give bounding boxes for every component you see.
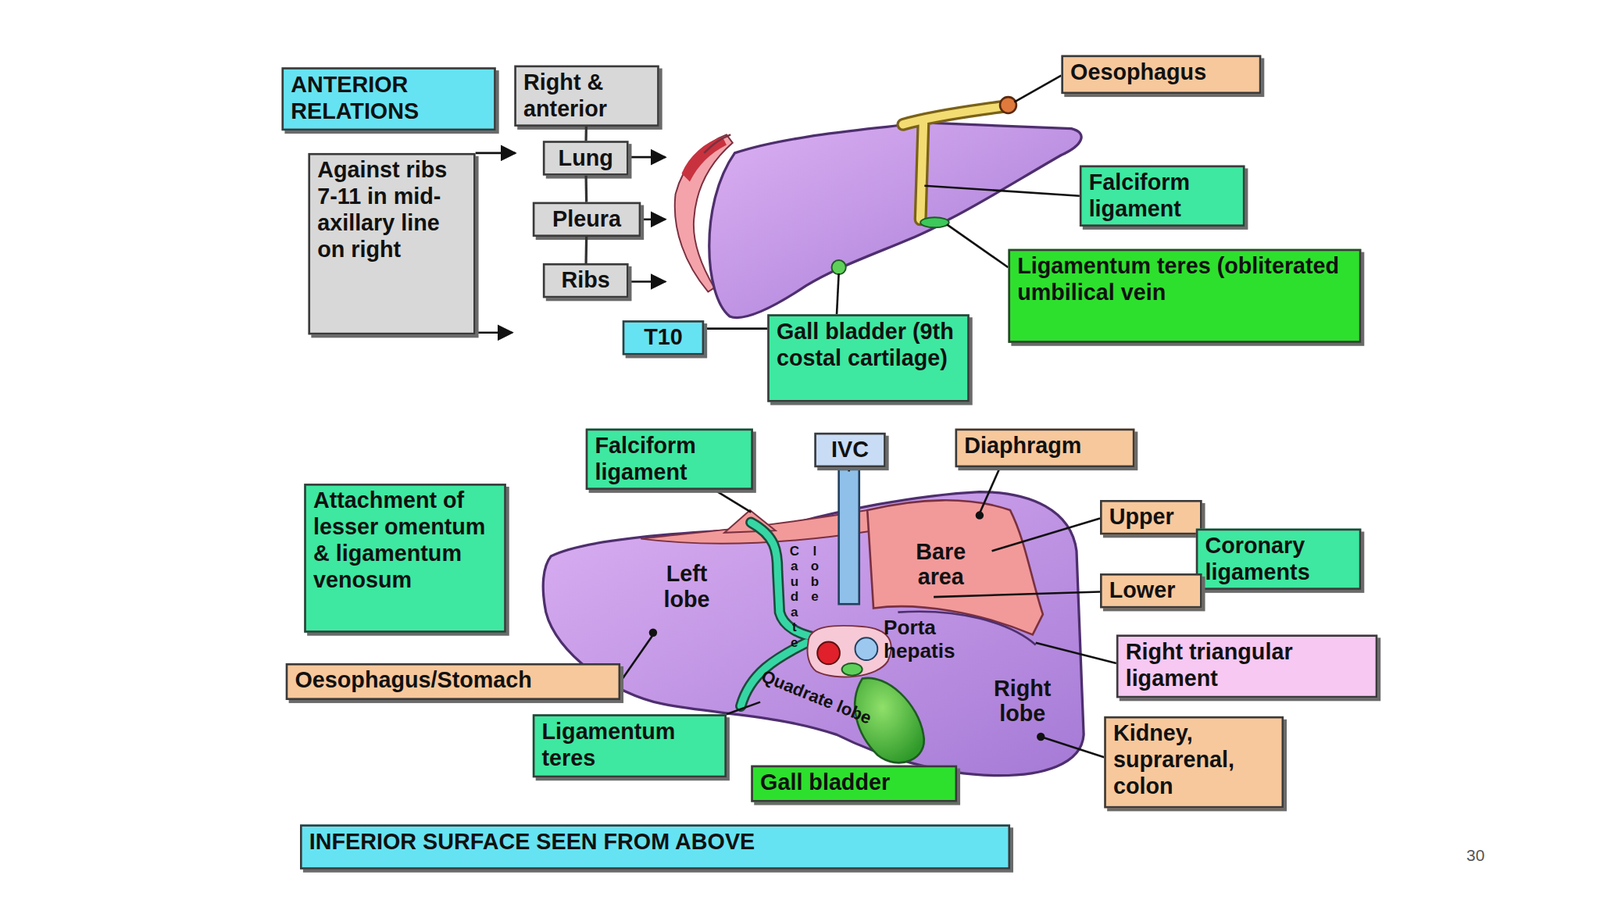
box-text: Lung: [552, 144, 620, 172]
ligament-box: Coronary ligaments: [1196, 528, 1362, 590]
box-text: Ligamentum teres: [542, 718, 718, 772]
box-text: Right triangular ligament: [1125, 639, 1369, 693]
box-text: Falciform ligament: [1089, 169, 1236, 223]
box-text: Against ribs 7-11 in mid-axillary line o…: [317, 157, 467, 264]
heading-box: ANTERIOR RELATIONS: [281, 67, 496, 131]
lobe-label: Caudate lobe: [783, 542, 825, 664]
structure-box: Oesophagus: [1060, 55, 1261, 95]
structure-box: Gall bladder: [750, 765, 958, 803]
box-text: Kidney, suprarenal, colon: [1113, 720, 1275, 800]
relation-box: Pleura: [532, 202, 641, 237]
ligament-box: Falciform ligament: [585, 428, 754, 490]
box-text: Pleura: [542, 206, 633, 233]
box-text: Oesophagus/Stomach: [294, 667, 611, 694]
note-box: Attachment of lesser omentum & ligamentu…: [303, 483, 507, 633]
vessel-box: IVC: [814, 432, 886, 468]
structure-box: Diaphragm: [955, 428, 1136, 468]
structure-box: Gall bladder (9th costal cartilage): [767, 314, 970, 402]
box-text: Upper: [1109, 503, 1193, 531]
relation-box: Oesophagus/Stomach: [285, 663, 621, 700]
box-text: Gall bladder: [760, 769, 948, 797]
lobe-label: Left lobe: [640, 560, 733, 613]
ligament-box: Ligamentum teres: [532, 714, 727, 778]
note-box: Against ribs 7-11 in mid-axillary line o…: [307, 153, 475, 335]
box-text: Ribs: [552, 267, 620, 294]
connector-line: [584, 126, 588, 141]
level-box: T10: [622, 320, 704, 355]
box-text: IVC: [823, 436, 877, 464]
caption-box: INFERIOR SURFACE SEEN FROM ABOVE: [300, 824, 1011, 869]
connector-line: [584, 236, 588, 264]
ligament-box: Right triangular ligament: [1116, 634, 1378, 698]
page-number: 30: [1455, 846, 1497, 866]
connector-line: [584, 175, 588, 203]
box-text: Oesophagus: [1070, 59, 1252, 86]
box-text: Falciform ligament: [594, 432, 744, 486]
ligament-box: Falciform ligament: [1079, 165, 1246, 227]
category-box: Right & anterior: [514, 65, 659, 127]
box-text: T10: [631, 324, 695, 351]
box-text: INFERIOR SURFACE SEEN FROM ABOVE: [309, 828, 1002, 856]
ligament-part-box: Upper: [1100, 500, 1203, 535]
box-text: Diaphragm: [964, 432, 1125, 460]
relation-box: Kidney, suprarenal, colon: [1103, 716, 1284, 809]
box-text: Right & anterior: [523, 69, 650, 123]
lobe-label: Right lobe: [981, 675, 1063, 728]
region-label: Bare area: [889, 539, 993, 591]
relation-box: Ribs: [542, 263, 629, 298]
box-text: ANTERIOR RELATIONS: [290, 71, 487, 125]
box-text: Coronary ligaments: [1205, 532, 1353, 586]
box-text: Ligamentum teres (obliterated umbilical …: [1017, 253, 1352, 307]
box-text: Lower: [1109, 577, 1193, 604]
box-text: Attachment of lesser omentum & ligamentu…: [313, 487, 497, 594]
box-text: Gall bladder (9th costal cartilage): [776, 318, 961, 372]
ligament-part-box: Lower: [1100, 573, 1203, 608]
region-label: Porta hepatis: [883, 616, 982, 664]
ligament-box: Ligamentum teres (obliterated umbilical …: [1007, 249, 1361, 343]
relation-box: Lung: [542, 140, 629, 175]
